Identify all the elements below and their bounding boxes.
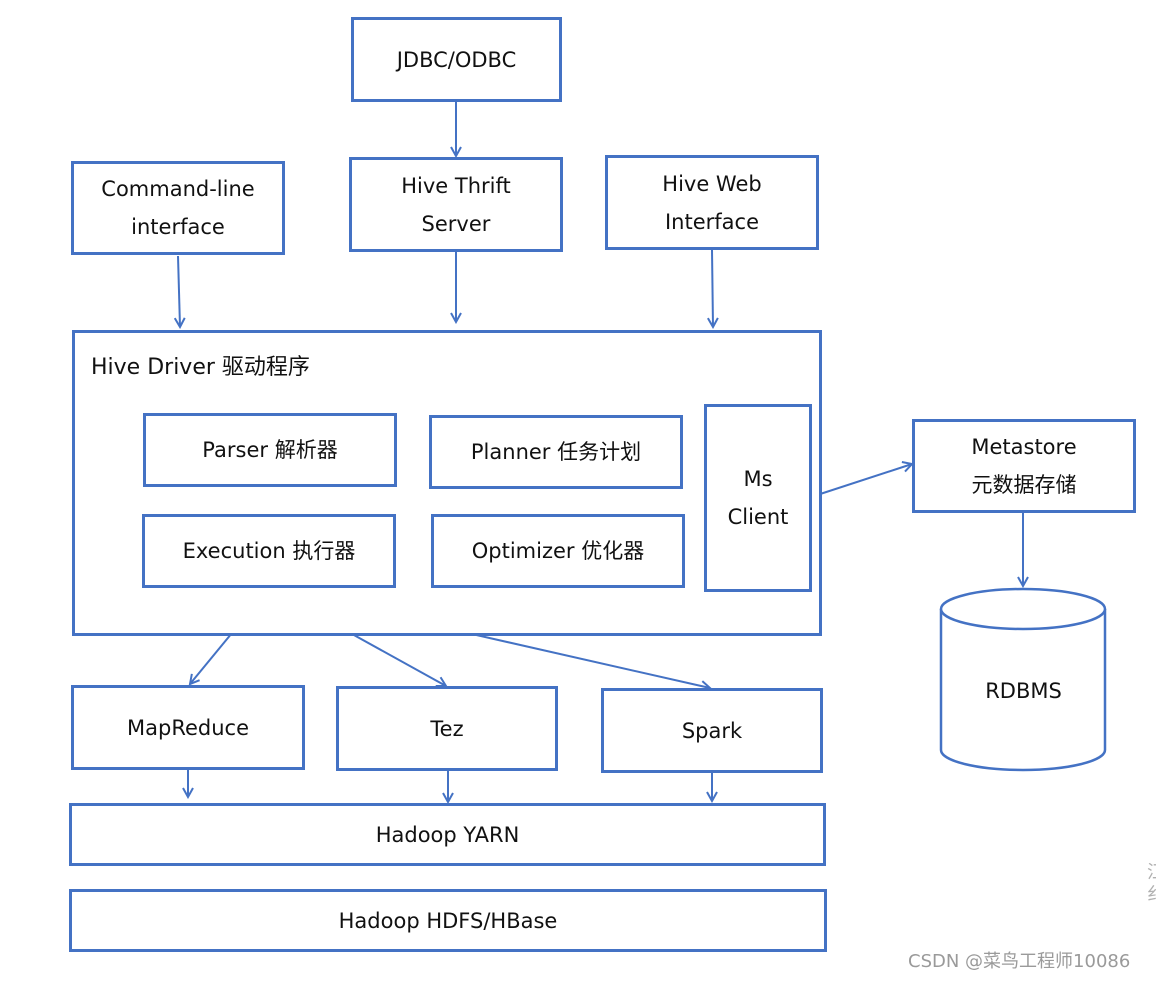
arrow-msclient-to-metastore <box>810 464 912 498</box>
rdbms-label: RDBMS <box>985 679 1062 703</box>
metastore-label: Metastore 元数据存储 <box>971 435 1077 497</box>
spark-box: Spark <box>601 688 823 773</box>
jdbc-odbc-label: JDBC/ODBC <box>396 47 517 72</box>
hive-web-interface-box: Hive Web Interface <box>605 155 819 250</box>
hive-web-interface-label: Hive Web Interface <box>662 171 762 234</box>
hadoop-yarn-box: Hadoop YARN <box>69 803 826 866</box>
command-line-interface-label: Command-line interface <box>101 177 255 239</box>
arrow-cli-to-driver <box>178 255 180 327</box>
hadoop-hdfs-hbase-label: Hadoop HDFS/HBase <box>338 908 558 933</box>
hive-thrift-server-box: Hive Thrift Server <box>349 157 563 252</box>
hive-driver-title: Hive Driver 驱动程序 <box>91 355 310 380</box>
hadoop-yarn-label: Hadoop YARN <box>375 822 520 847</box>
edge-glyph: 江 纟 <box>1147 862 1156 906</box>
optimizer-label: Optimizer 优化器 <box>471 539 645 563</box>
hadoop-hdfs-hbase-box: Hadoop HDFS/HBase <box>69 889 827 952</box>
spark-label: Spark <box>681 718 743 743</box>
hive-thrift-server-label: Hive Thrift Server <box>401 173 511 236</box>
arrow-web-to-driver <box>712 249 713 327</box>
execution-label: Execution 执行器 <box>182 539 356 563</box>
metastore-box: Metastore 元数据存储 <box>912 419 1136 513</box>
parser-label: Parser 解析器 <box>202 438 338 462</box>
csdn-watermark: CSDN @菜鸟工程师10086 <box>908 951 1131 972</box>
ms-client-label: Ms Client <box>727 467 789 529</box>
tez-label: Tez <box>430 716 464 741</box>
ms-client-box: Ms Client <box>704 404 812 592</box>
mapreduce-label: MapReduce <box>127 715 249 740</box>
command-line-interface-box: Command-line interface <box>71 161 285 255</box>
jdbc-odbc-box: JDBC/ODBC <box>351 17 562 102</box>
planner-box: Planner 任务计划 <box>429 415 683 489</box>
planner-label: Planner 任务计划 <box>470 440 642 464</box>
mapreduce-box: MapReduce <box>71 685 305 770</box>
rdbms-cylinder <box>939 587 1107 772</box>
execution-box: Execution 执行器 <box>142 514 396 588</box>
tez-box: Tez <box>336 686 558 771</box>
parser-box: Parser 解析器 <box>143 413 397 487</box>
optimizer-box: Optimizer 优化器 <box>431 514 685 588</box>
